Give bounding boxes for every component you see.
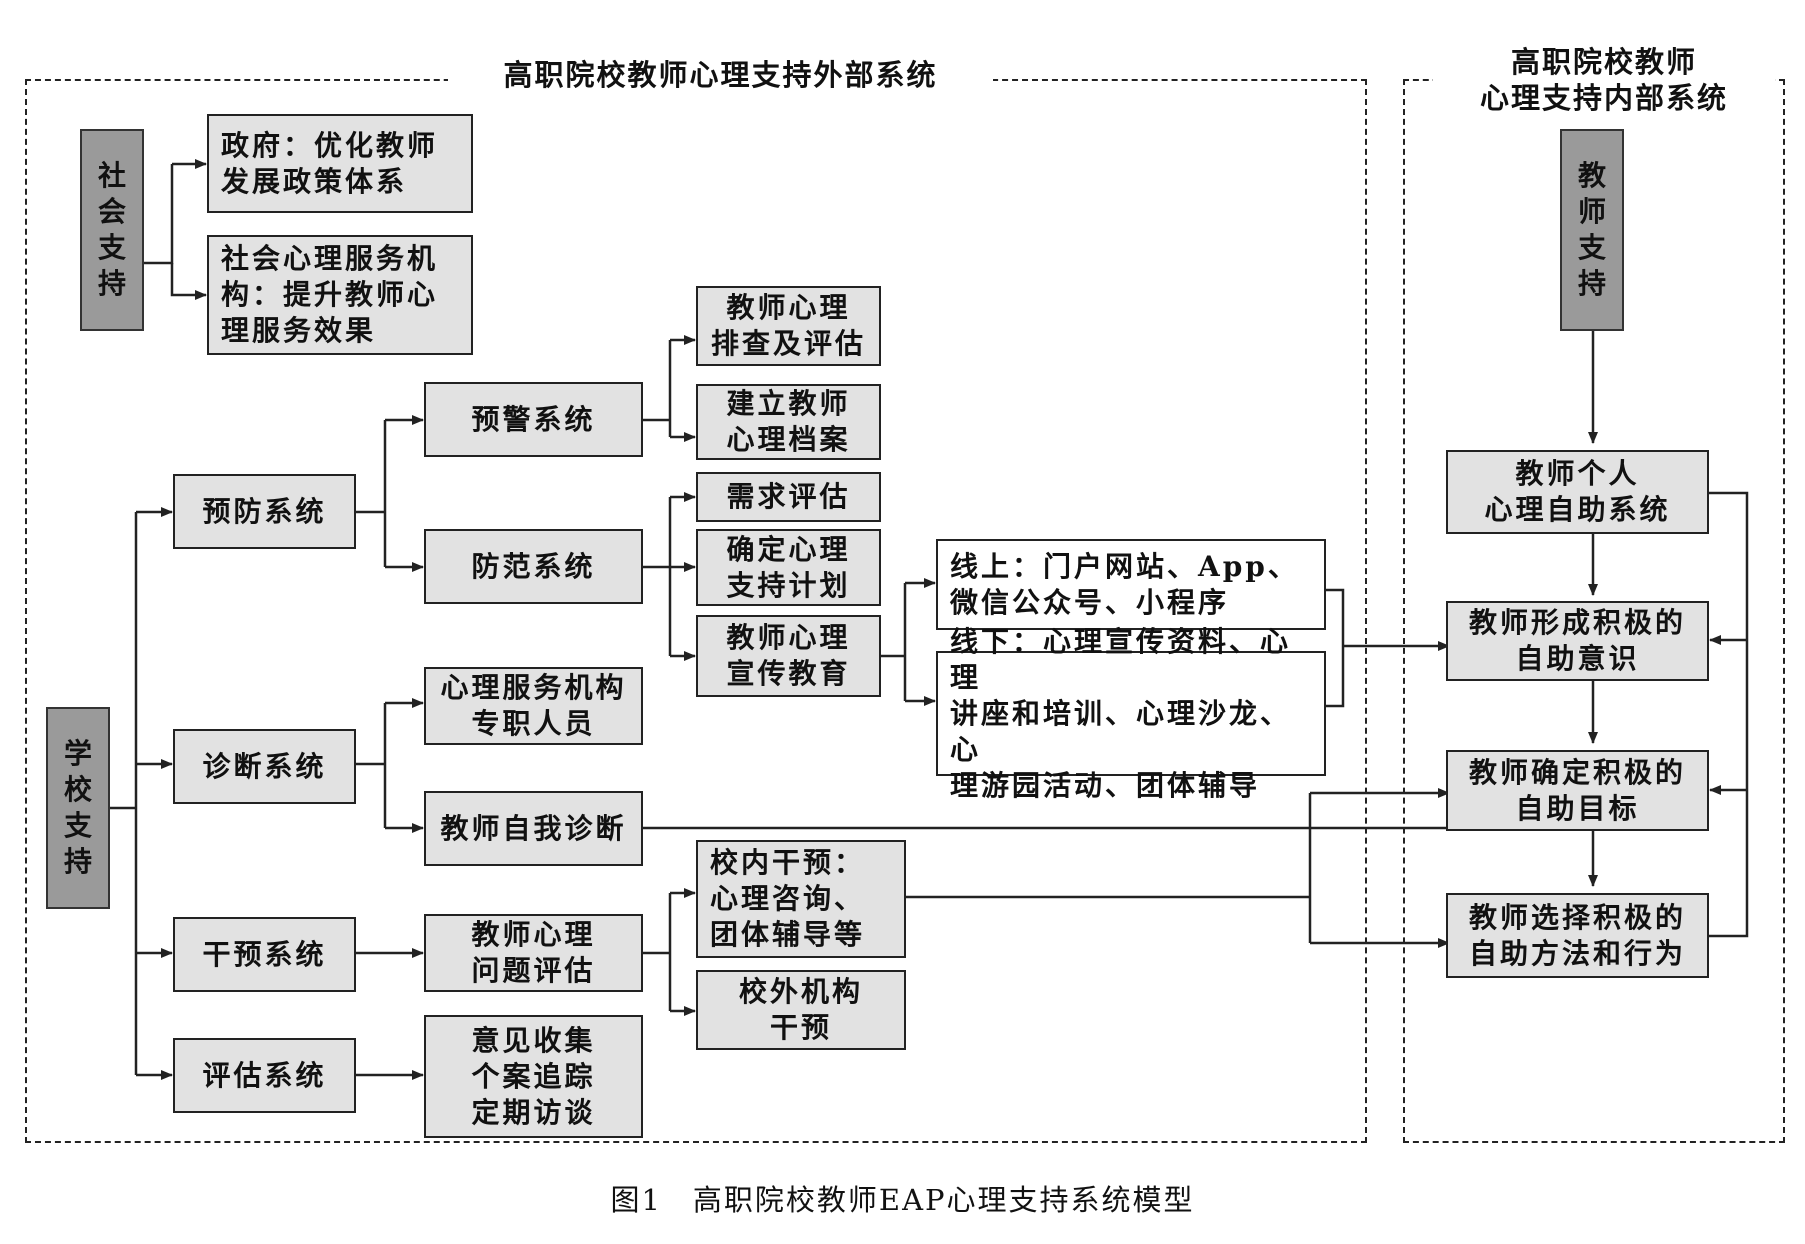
problem-evaluation-text: 教师心理 问题评估 xyxy=(471,918,596,987)
needs-assessment-text: 需求评估 xyxy=(726,480,851,513)
external-agency-box: 校外机构 干预 xyxy=(696,970,906,1050)
evaluation-system-box: 评估系统 xyxy=(173,1038,356,1113)
method-box: 教师选择积极的 自助方法和行为 xyxy=(1446,893,1709,978)
screening-text: 教师心理 排查及评估 xyxy=(710,291,866,360)
internal-system-title: 高职院校教师 心理支持内部系统 xyxy=(1433,44,1775,116)
government-text: 政府：优化教师 发展政策体系 xyxy=(221,128,439,198)
government-box: 政府：优化教师 发展政策体系 xyxy=(207,114,473,213)
needs-assessment-box: 需求评估 xyxy=(696,472,881,522)
social-service-text: 社会心理服务机 构：提升教师心 理服务效果 xyxy=(221,242,439,347)
self-help-system-text: 教师个人 心理自助系统 xyxy=(1484,457,1671,526)
guard-system-label: 防范系统 xyxy=(471,549,596,583)
goal-text: 教师确定积极的 自助目标 xyxy=(1468,755,1686,825)
professional-staff-text: 心理服务机构 专职人员 xyxy=(440,671,627,740)
external-system-title: 高职院校教师心理支持外部系统 xyxy=(448,57,993,93)
teacher-support-box: 教师支持 xyxy=(1560,129,1624,331)
prevention-system-label: 预防系统 xyxy=(202,494,327,528)
method-text: 教师选择积极的 自助方法和行为 xyxy=(1468,900,1686,970)
offline-activities-box: 线下：心理宣传资料、心理 讲座和培训、心理沙龙、心 理游园活动、团体辅导 xyxy=(936,625,1326,802)
teacher-support-label: 教师支持 xyxy=(1577,159,1606,300)
intervention-system-box: 干预系统 xyxy=(173,917,356,992)
problem-evaluation-box: 教师心理 问题评估 xyxy=(424,914,643,992)
support-plan-text: 确定心理 支持计划 xyxy=(726,532,851,602)
social-support-box: 社会支持 xyxy=(80,129,144,331)
awareness-text: 教师形成积极的 自助意识 xyxy=(1468,606,1686,675)
online-channels-box: 线上：门户网站、App、 微信公众号、小程序 xyxy=(936,539,1326,630)
feedback-text: 意见收集 个案追踪 定期访谈 xyxy=(471,1023,596,1129)
school-support-box: 学校支持 xyxy=(46,707,110,909)
warning-system-box: 预警系统 xyxy=(424,382,643,457)
screening-box: 教师心理 排查及评估 xyxy=(696,286,881,366)
intervention-system-label: 干预系统 xyxy=(202,937,327,971)
professional-staff-box: 心理服务机构 专职人员 xyxy=(424,667,643,745)
self-diagnosis-box: 教师自我诊断 xyxy=(424,791,643,866)
self-diagnosis-text: 教师自我诊断 xyxy=(440,811,627,845)
archive-text: 建立教师 心理档案 xyxy=(726,387,851,456)
diagnosis-system-box: 诊断系统 xyxy=(173,729,356,804)
awareness-box: 教师形成积极的 自助意识 xyxy=(1446,601,1709,681)
prevention-system-box: 预防系统 xyxy=(173,474,356,549)
education-box: 教师心理 宣传教育 xyxy=(696,615,881,697)
figure-caption: 图1 高职院校教师EAP心理支持系统模型 xyxy=(610,1183,1195,1217)
diagnosis-system-label: 诊断系统 xyxy=(202,749,327,783)
evaluation-system-label: 评估系统 xyxy=(202,1058,327,1092)
online-channels-text: 线上：门户网站、App、 微信公众号、小程序 xyxy=(950,549,1299,619)
external-agency-text: 校外机构 干预 xyxy=(738,975,863,1044)
education-text: 教师心理 宣传教育 xyxy=(726,621,851,690)
offline-activities-text: 线下：心理宣传资料、心理 讲座和培训、心理沙龙、心 理游园活动、团体辅导 xyxy=(950,624,1292,802)
self-help-system-box: 教师个人 心理自助系统 xyxy=(1446,450,1709,534)
in-school-intervention-text: 校内干预： 心理咨询、 团体辅导等 xyxy=(710,846,866,951)
warning-system-label: 预警系统 xyxy=(471,402,596,436)
social-support-label: 社会支持 xyxy=(97,159,126,300)
in-school-intervention-box: 校内干预： 心理咨询、 团体辅导等 xyxy=(696,840,906,958)
goal-box: 教师确定积极的 自助目标 xyxy=(1446,750,1709,831)
feedback-box: 意见收集 个案追踪 定期访谈 xyxy=(424,1015,643,1138)
archive-box: 建立教师 心理档案 xyxy=(696,384,881,460)
school-support-label: 学校支持 xyxy=(63,737,92,878)
support-plan-box: 确定心理 支持计划 xyxy=(696,529,881,606)
social-service-box: 社会心理服务机 构：提升教师心 理服务效果 xyxy=(207,235,473,355)
guard-system-box: 防范系统 xyxy=(424,529,643,604)
